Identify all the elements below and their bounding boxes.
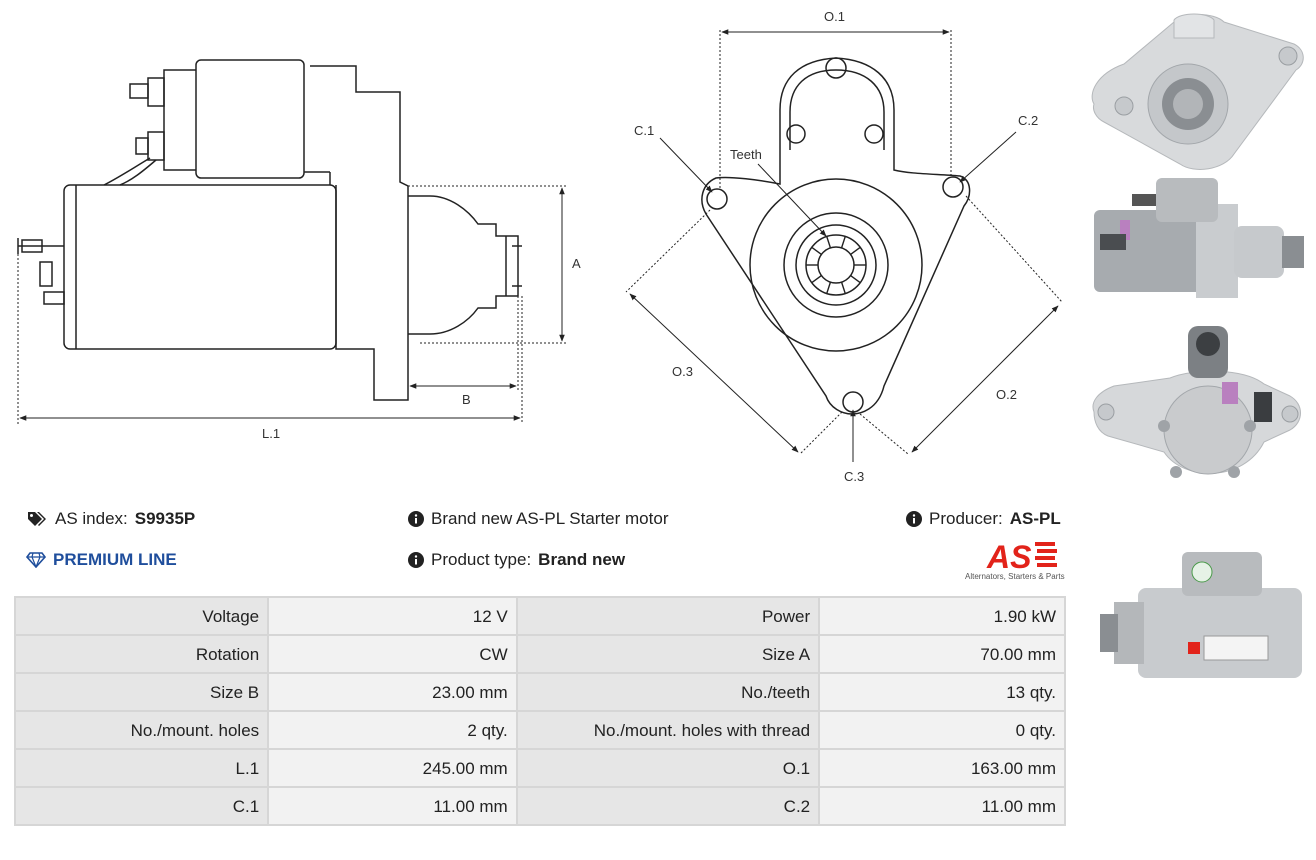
spec-value: 11.00 mm [820, 788, 1064, 824]
spec-label: O.1 [517, 750, 819, 786]
logo-tagline: Alternators, Starters & Parts [965, 572, 1065, 581]
product-description-text: Brand new AS-PL Starter motor [431, 509, 669, 528]
spec-value: 23.00 mm [269, 674, 516, 710]
as-index-label: AS index: [55, 509, 128, 528]
logo-text: AS [986, 539, 1032, 575]
as-index: AS index: S9935P [26, 509, 195, 529]
pinion-tooth [840, 236, 846, 249]
spec-label: Rotation [16, 636, 268, 672]
photo-front-view [1091, 13, 1304, 170]
teeth-label: Teeth [730, 147, 762, 162]
as-pl-logo: AS [986, 539, 1057, 575]
premium-line-badge: PREMIUM LINE [26, 550, 177, 570]
dimension-c1-label: C.1 [634, 123, 654, 138]
pinion-tooth [811, 275, 822, 284]
diamond-icon [26, 552, 46, 568]
as-index-value: S9935P [134, 509, 196, 528]
tags-icon [28, 512, 46, 526]
dimension-c2-label: C.2 [1018, 113, 1038, 128]
dimension-b-label: B [462, 392, 471, 407]
product-type-value: Brand new [538, 550, 626, 569]
spec-value: 2 qty. [269, 712, 516, 748]
pinion-tooth [826, 281, 832, 294]
producer-value: AS-PL [1009, 509, 1061, 528]
photo-rear-view [1092, 326, 1301, 478]
spec-value: 11.00 mm [269, 788, 516, 824]
dimension-o1-label: O.1 [824, 9, 845, 24]
spec-value: 70.00 mm [820, 636, 1064, 672]
technical-drawing: A B L.1 O.1 O.2 O.3 C.1 C.2 C.3 [17, 9, 1063, 484]
side-view [17, 59, 522, 401]
spec-label: Voltage [16, 598, 268, 634]
dimension-l1-label: L.1 [262, 426, 280, 441]
photo-labeled-view [1100, 552, 1302, 678]
spec-value: 13 qty. [820, 674, 1064, 710]
product-type: Product type: Brand new [408, 550, 625, 570]
spec-value: CW [269, 636, 516, 672]
spec-value: 0 qty. [820, 712, 1064, 748]
spec-label: No./mount. holes with thread [517, 712, 819, 748]
producer-label: Producer: [929, 509, 1003, 528]
spec-label: L.1 [16, 750, 268, 786]
photo-side-view [1094, 178, 1304, 298]
producer: Producer: AS-PL [906, 509, 1061, 529]
spec-label: C.1 [16, 788, 268, 824]
spec-label: No./teeth [517, 674, 819, 710]
spec-value: 12 V [269, 598, 516, 634]
front-view [701, 57, 971, 415]
product-photos [1091, 13, 1304, 678]
front-view-dimensions [625, 29, 1063, 462]
pinion-tooth [826, 236, 832, 249]
pinion-teeth [806, 236, 866, 294]
product-type-label: Product type: [431, 550, 532, 569]
spec-label: Size A [517, 636, 819, 672]
spec-value: 163.00 mm [820, 750, 1064, 786]
dimension-a-label: A [572, 256, 581, 271]
info-icon [408, 552, 424, 568]
spec-value: 245.00 mm [269, 750, 516, 786]
dimension-c3-label: C.3 [844, 469, 864, 484]
side-view-dimensions [17, 185, 568, 424]
spec-value: 1.90 kW [820, 598, 1064, 634]
dimension-o2-label: O.2 [996, 387, 1017, 402]
info-icon [408, 511, 424, 527]
pinion-tooth [850, 275, 861, 284]
pinion-tooth [811, 246, 822, 255]
info-icon [906, 511, 922, 527]
spec-label: Size B [16, 674, 268, 710]
product-description: Brand new AS-PL Starter motor [408, 509, 668, 529]
pinion-tooth [850, 246, 861, 255]
dimension-o3-label: O.3 [672, 364, 693, 379]
premium-line-label: PREMIUM LINE [53, 550, 177, 569]
spec-label: C.2 [517, 788, 819, 824]
spec-label: No./mount. holes [16, 712, 268, 748]
pinion-tooth [840, 281, 846, 294]
spec-label: Power [517, 598, 819, 634]
